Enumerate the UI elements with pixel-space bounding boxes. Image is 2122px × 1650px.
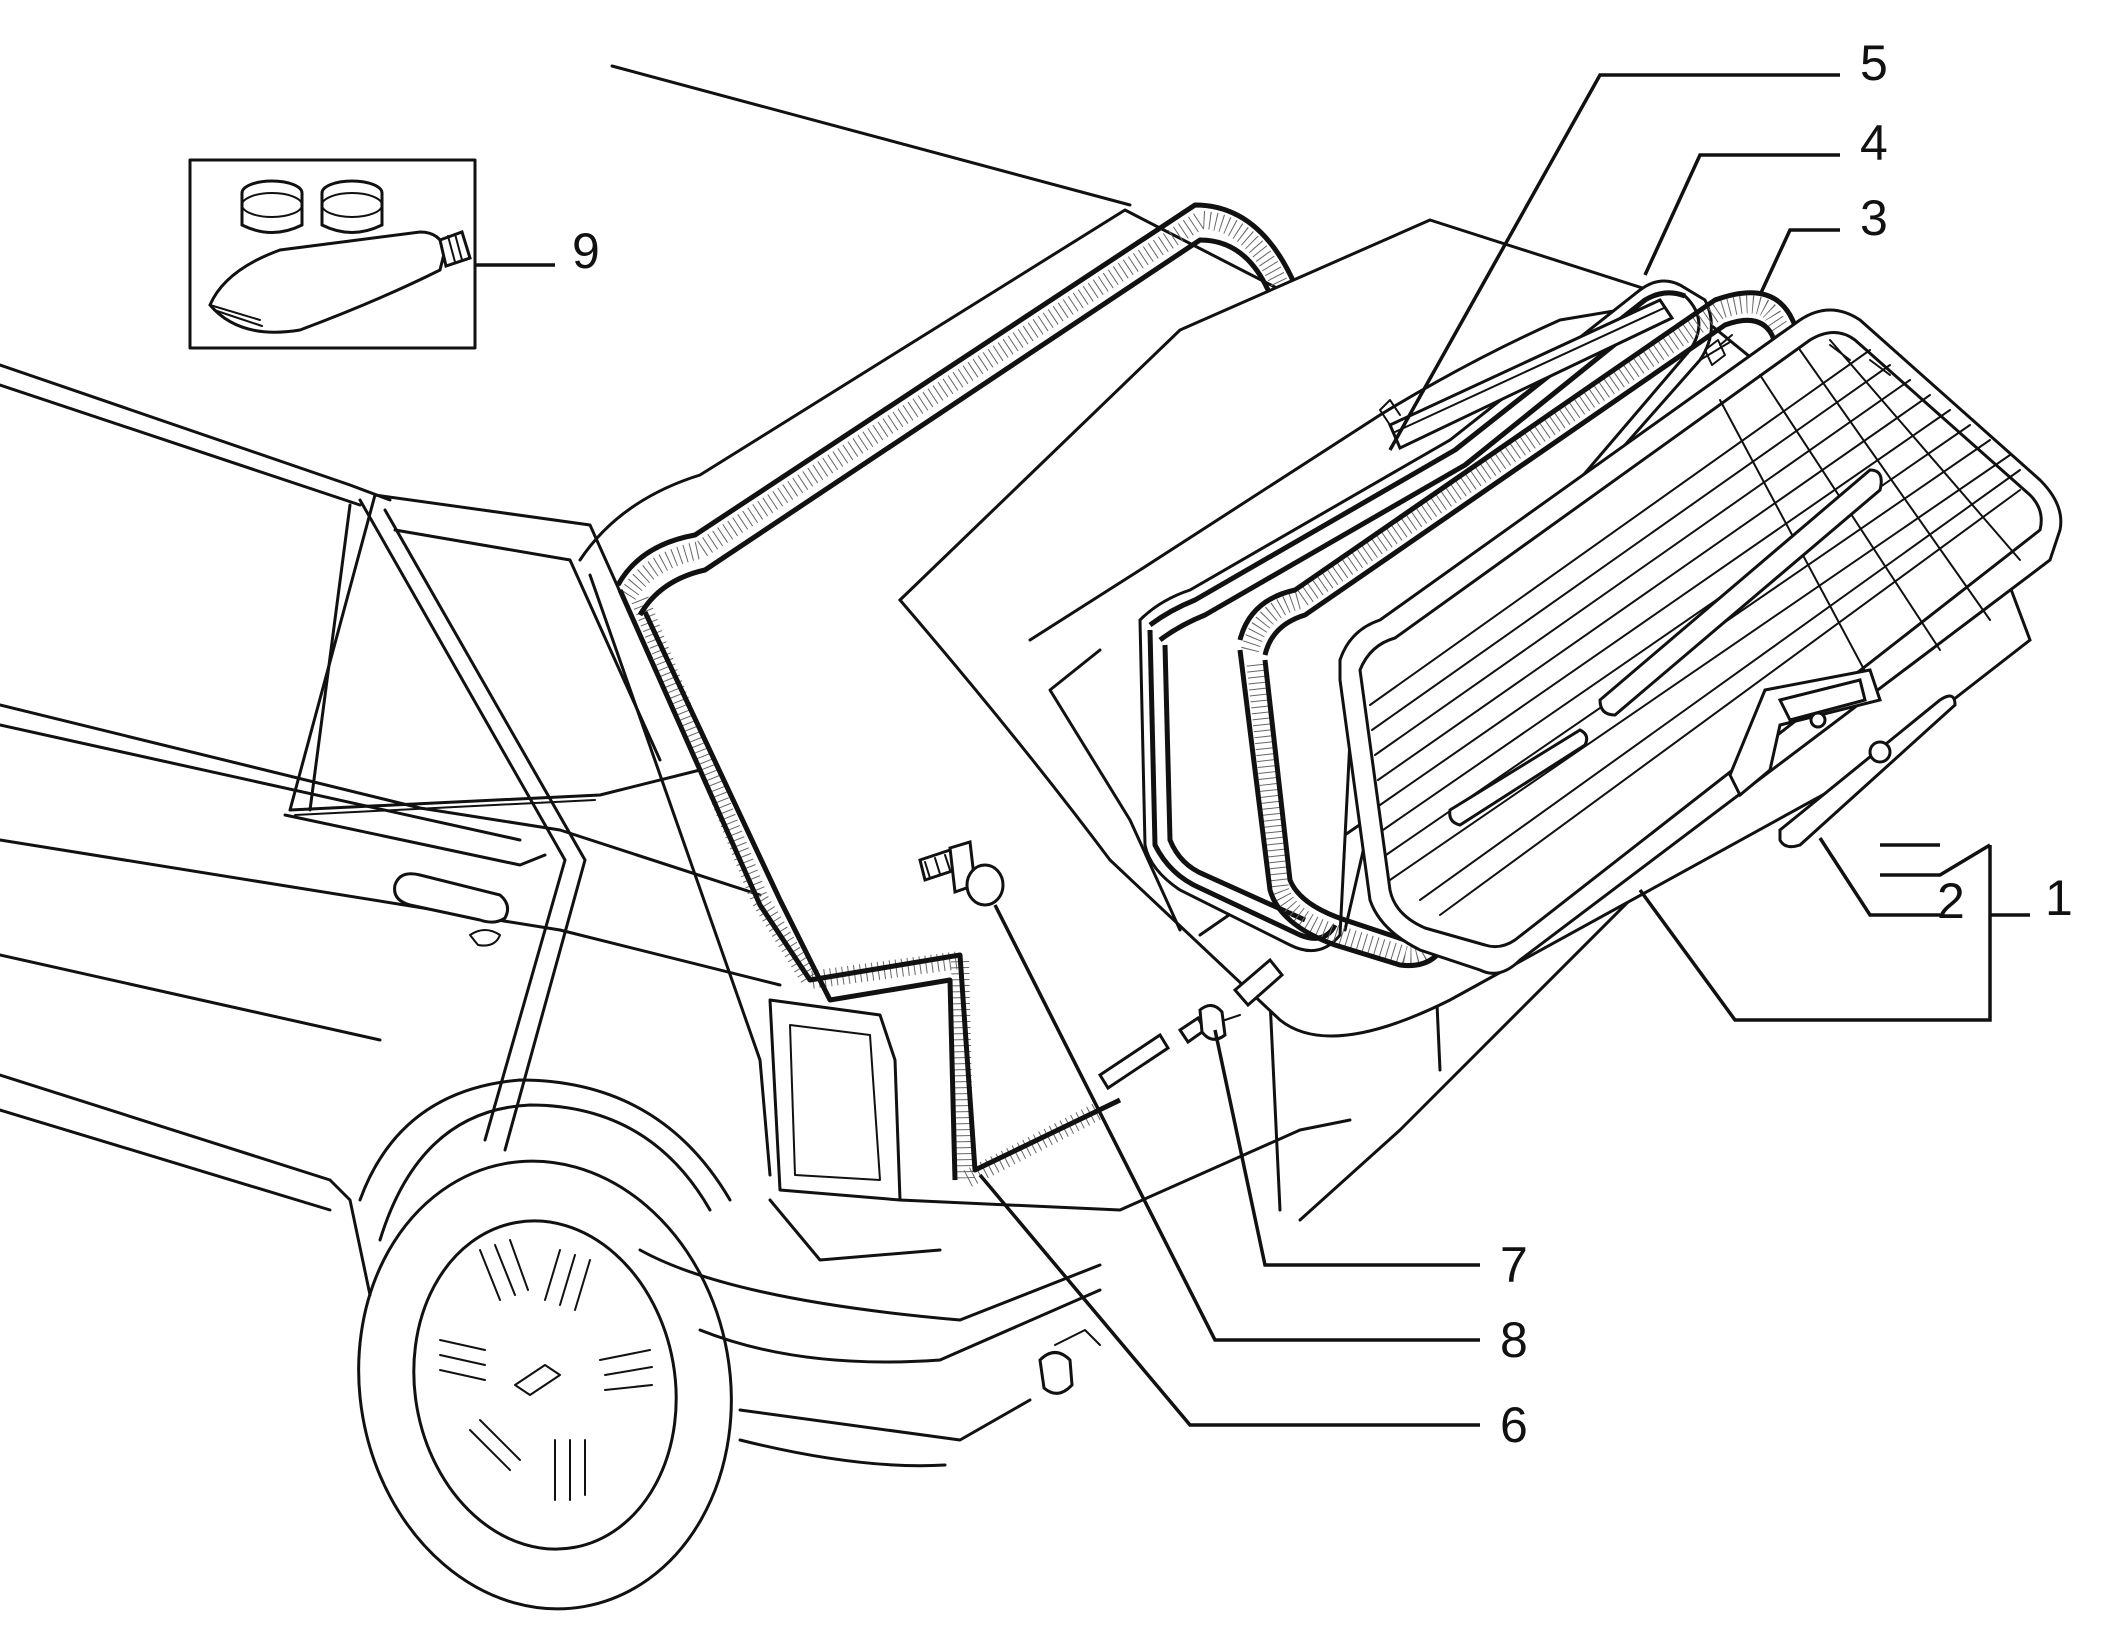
callout-7: 7 bbox=[1500, 1237, 1528, 1293]
callout-labels: 1 2 3 4 5 6 7 8 9 bbox=[572, 35, 2073, 1453]
callout-leaders bbox=[475, 73, 2030, 1427]
part-8-fastener bbox=[918, 840, 1005, 907]
part-1-rear-glass bbox=[1338, 308, 2063, 975]
hubcap-slots bbox=[439, 1239, 653, 1501]
callout-9: 9 bbox=[572, 223, 600, 279]
part-6-aperture-seal bbox=[615, 202, 1298, 1189]
callout-2: 2 bbox=[1937, 873, 1965, 929]
callout-3: 3 bbox=[1860, 190, 1888, 246]
car-body bbox=[0, 64, 1702, 1611]
part-2-lamp-trim bbox=[1728, 668, 1957, 849]
part-9-adhesive-kit bbox=[188, 158, 477, 350]
callout-4: 4 bbox=[1860, 115, 1888, 171]
callout-8: 8 bbox=[1500, 1312, 1528, 1368]
callout-1: 1 bbox=[2045, 870, 2073, 926]
part-7-clip bbox=[1097, 957, 1285, 1091]
callout-6: 6 bbox=[1500, 1397, 1528, 1453]
callout-5: 5 bbox=[1860, 35, 1888, 91]
